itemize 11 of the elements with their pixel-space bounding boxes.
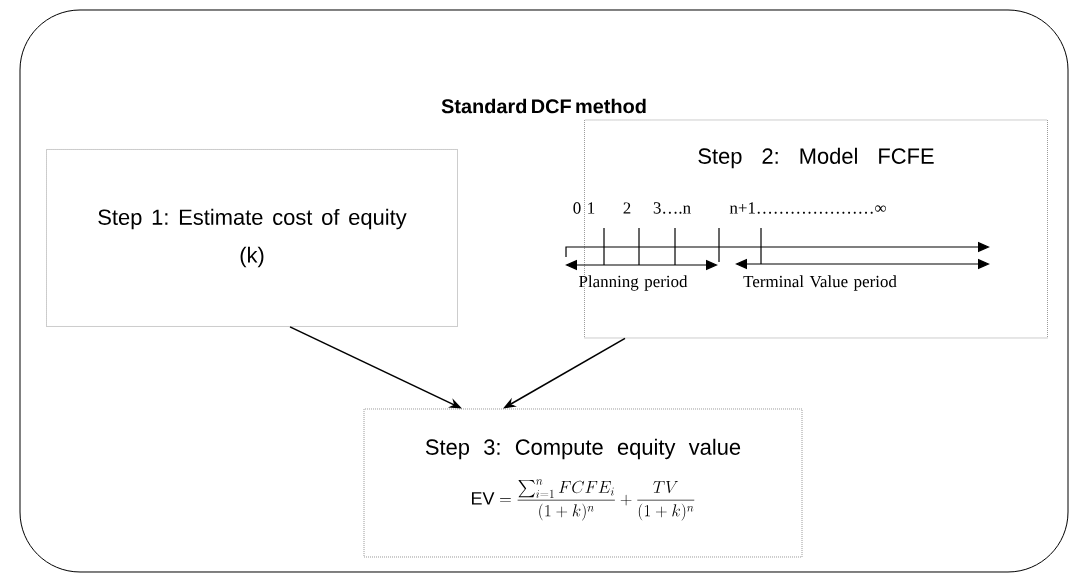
timeline-label: 0 1: [573, 202, 595, 214]
timeline-label: 2: [623, 202, 631, 214]
formula: $\mathrm{EV} =\frac{\sum_{i=1}^{n} FCFE_i}{(1+k)^n}+\frac{TV}{(1+k)^n}$: [472, 479, 695, 521]
box-heading: Standard DCF method: [441, 98, 646, 114]
timeline-label: Planning period: [579, 275, 688, 291]
box-heading: Step 2: Model FCFE: [698, 147, 934, 169]
timeline-label: 3….n: [653, 202, 691, 214]
timeline-label: Terminal Value period: [743, 275, 897, 291]
process-box: Step 1: Estimate cost of equity (k): [46, 149, 458, 327]
box-heading: Step 3: Compute equity value: [425, 438, 741, 460]
timeline-label: n+1…………………∞: [729, 202, 886, 214]
